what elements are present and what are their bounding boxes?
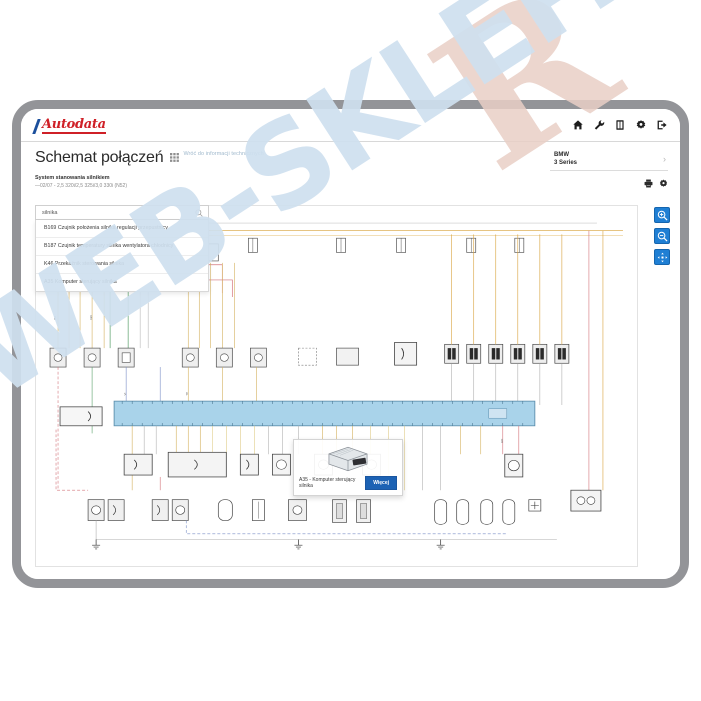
ecu-connector (113, 400, 536, 427)
tablet-screen: Autodata Schemat połączeń (21, 109, 680, 579)
suggestion-item[interactable]: K46 Przekaźnik sterowania silnika (36, 256, 208, 274)
svg-text:RD: RD (500, 438, 504, 443)
page-title-row: Schemat połączeń Wróć do informacji tech… (21, 142, 680, 171)
diagram-action-icons (644, 175, 668, 188)
svg-text:VI: VI (123, 393, 127, 396)
wiring-diagram-svg: BR GN VI YE YE RD (49, 222, 623, 550)
svg-text:BR: BR (53, 316, 57, 320)
tablet-bezel: Autodata Schemat połączeń (12, 100, 689, 588)
back-to-technical-info-link[interactable]: Wróć do informacji technicznych (170, 149, 264, 162)
suggestion-item[interactable]: B187 Czujnik temperatury silnika wentyla… (36, 238, 208, 256)
home-icon[interactable] (572, 119, 584, 131)
logo-slash-icon (32, 119, 41, 134)
wiring-diagram-canvas[interactable]: BR GN VI YE YE RD (35, 205, 638, 567)
component-search: silnika B169 Czujnik położenia silnika r… (35, 205, 209, 292)
logo-underline (42, 132, 106, 134)
vehicle-make: BMW (554, 152, 569, 158)
popup-more-button[interactable]: Więcej (365, 476, 397, 490)
svg-text:YE: YE (185, 392, 189, 396)
search-suggestions: B169 Czujnik położenia silnika regulacji… (35, 220, 209, 292)
print-icon[interactable] (644, 179, 653, 188)
component-info-popup[interactable]: A35 - Komputer sterujący silnika Więcej (293, 439, 403, 496)
logo-text: Autodata (42, 117, 106, 132)
search-input-wrapper[interactable]: silnika (35, 205, 209, 220)
suggestion-item[interactable]: A35 Komputer sterujący silnika (44, 279, 117, 285)
settings-icon[interactable] (659, 179, 668, 188)
zoom-out-icon[interactable] (654, 228, 670, 244)
system-spec: —02/07 - 2,5 320i/2,5 325i/3,0 330i (N52… (35, 183, 128, 189)
book-icon[interactable] (614, 119, 626, 131)
chevron-right-icon: › (663, 153, 666, 164)
vehicle-selector[interactable]: BMW 3 Series › (550, 149, 668, 171)
ecu-module-image (328, 446, 368, 472)
wiring-diagram-inner: BR GN VI YE YE RD (36, 206, 637, 566)
diagram-zoom-tools (654, 207, 670, 265)
top-nav-icons (572, 119, 668, 131)
zoom-in-icon[interactable] (654, 207, 670, 223)
suggestion-item[interactable]: B169 Czujnik położenia silnika regulacji… (36, 220, 208, 238)
pan-move-icon[interactable] (654, 249, 670, 265)
back-link-label: Wróć do informacji technicznych (183, 150, 264, 157)
vehicle-model: 3 Series (554, 160, 578, 166)
search-icon[interactable] (195, 204, 203, 222)
wrench-icon[interactable] (593, 119, 605, 131)
search-input[interactable]: silnika (42, 209, 58, 216)
app-header: Autodata (21, 109, 680, 142)
svg-text:GN: GN (89, 315, 93, 319)
grid-icon (170, 149, 180, 162)
gear-icon[interactable] (635, 119, 647, 131)
popup-component-label: A35 - Komputer sterujący silnika (299, 476, 356, 490)
system-subtitle-row: System stanowania silnikiem —02/07 - 2,5… (21, 171, 680, 190)
autodata-logo[interactable]: Autodata (32, 116, 106, 134)
page-title: Schemat połączeń (35, 149, 164, 166)
logout-icon[interactable] (656, 119, 668, 131)
system-name: System stanowania silnikiem (35, 175, 110, 181)
